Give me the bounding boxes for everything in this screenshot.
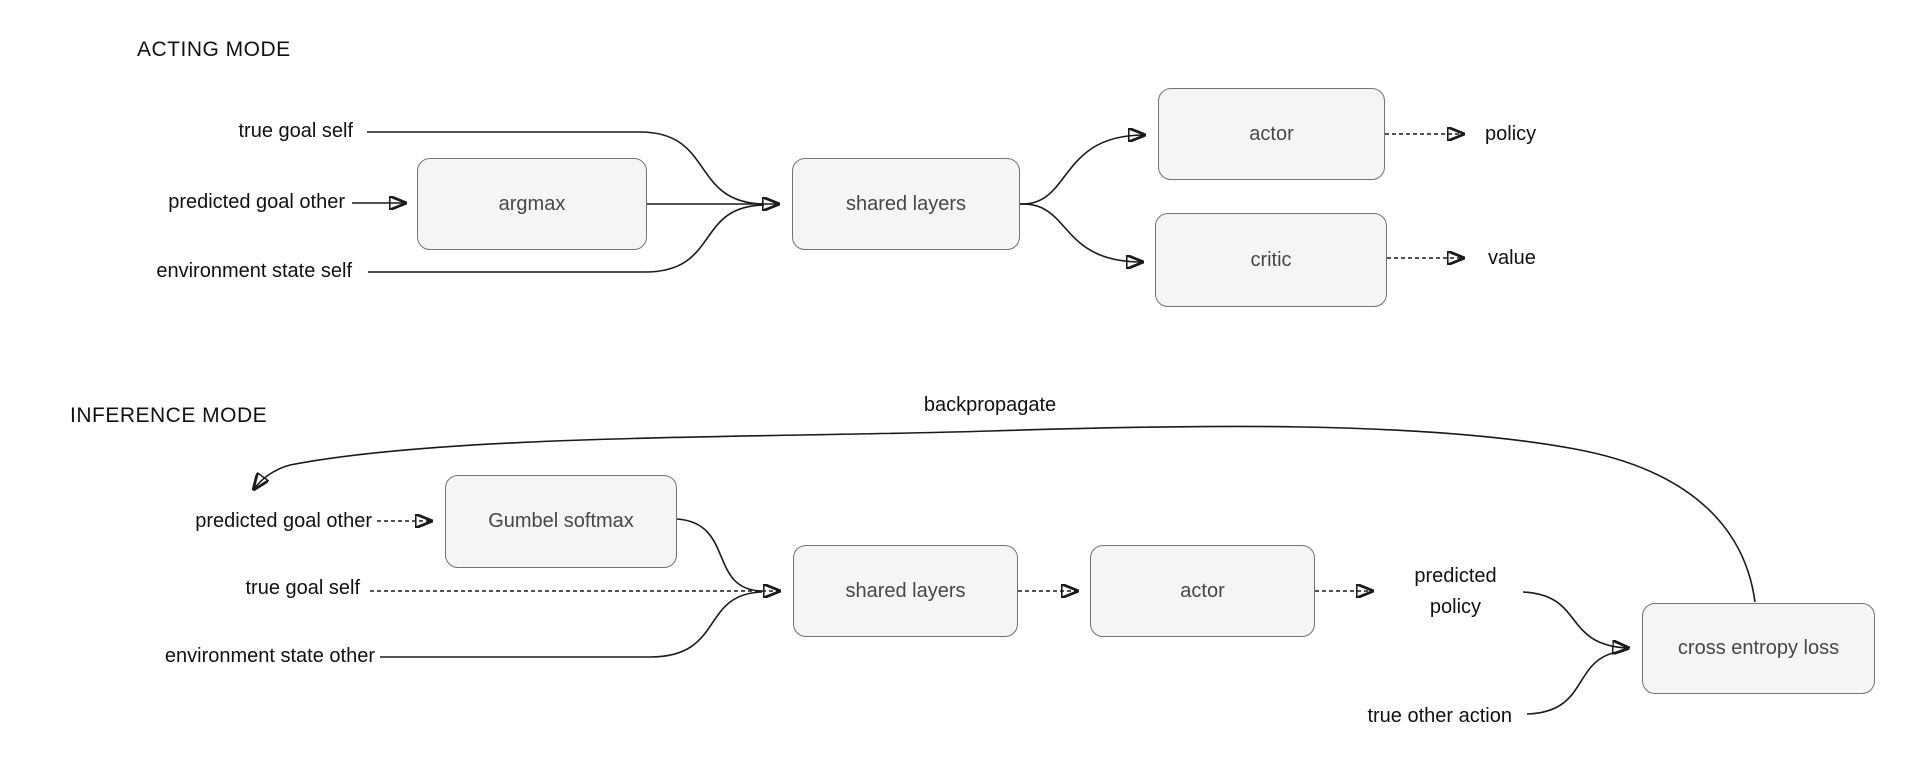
- node-shared-layers-top: shared layers: [792, 158, 1020, 250]
- label-policy: policy: [1485, 123, 1537, 145]
- node-actor-bottom: actor: [1090, 545, 1315, 637]
- inference-mode-title: INFERENCE MODE: [70, 404, 268, 427]
- label-environment-state-other: environment state other: [164, 645, 375, 667]
- label-true-goal-self-top: true goal self: [238, 120, 353, 142]
- label-environment-state-self: environment state self: [156, 260, 352, 282]
- wire-gumbel-to-shared-layers: [676, 518, 763, 592]
- label-true-other-action: true other action: [1367, 705, 1512, 727]
- wire-predicted-policy-to-loss: [1522, 591, 1628, 648]
- label-predicted-policy: predicted policy: [1414, 565, 1497, 618]
- wire-environment-state-self: [368, 204, 765, 273]
- node-critic: critic: [1155, 213, 1387, 307]
- node-argmax: argmax: [417, 158, 647, 250]
- acting-mode-title: ACTING MODE: [137, 38, 291, 61]
- label-value: value: [1488, 247, 1536, 269]
- label-backpropagate: backpropagate: [923, 394, 1057, 416]
- label-predicted-goal-other-bottom: predicted goal other: [195, 510, 372, 532]
- wire-shared-layers-to-actor: [1019, 135, 1144, 205]
- label-true-goal-self-bottom: true goal self: [245, 577, 360, 599]
- label-predicted-goal-other-top: predicted goal other: [168, 191, 345, 213]
- wire-true-other-action-to-loss: [1526, 650, 1625, 715]
- node-cross-entropy-loss: cross entropy loss: [1642, 603, 1875, 694]
- wire-environment-state-other: [380, 591, 763, 658]
- node-actor-top: actor: [1158, 88, 1385, 180]
- wire-shared-layers-to-critic: [1019, 203, 1142, 262]
- node-shared-layers-bottom: shared layers: [793, 545, 1018, 637]
- wire-backpropagate: [254, 425, 1756, 603]
- node-gumbel-softmax: Gumbel softmax: [445, 475, 677, 568]
- wire-true-goal-self-top: [367, 131, 765, 205]
